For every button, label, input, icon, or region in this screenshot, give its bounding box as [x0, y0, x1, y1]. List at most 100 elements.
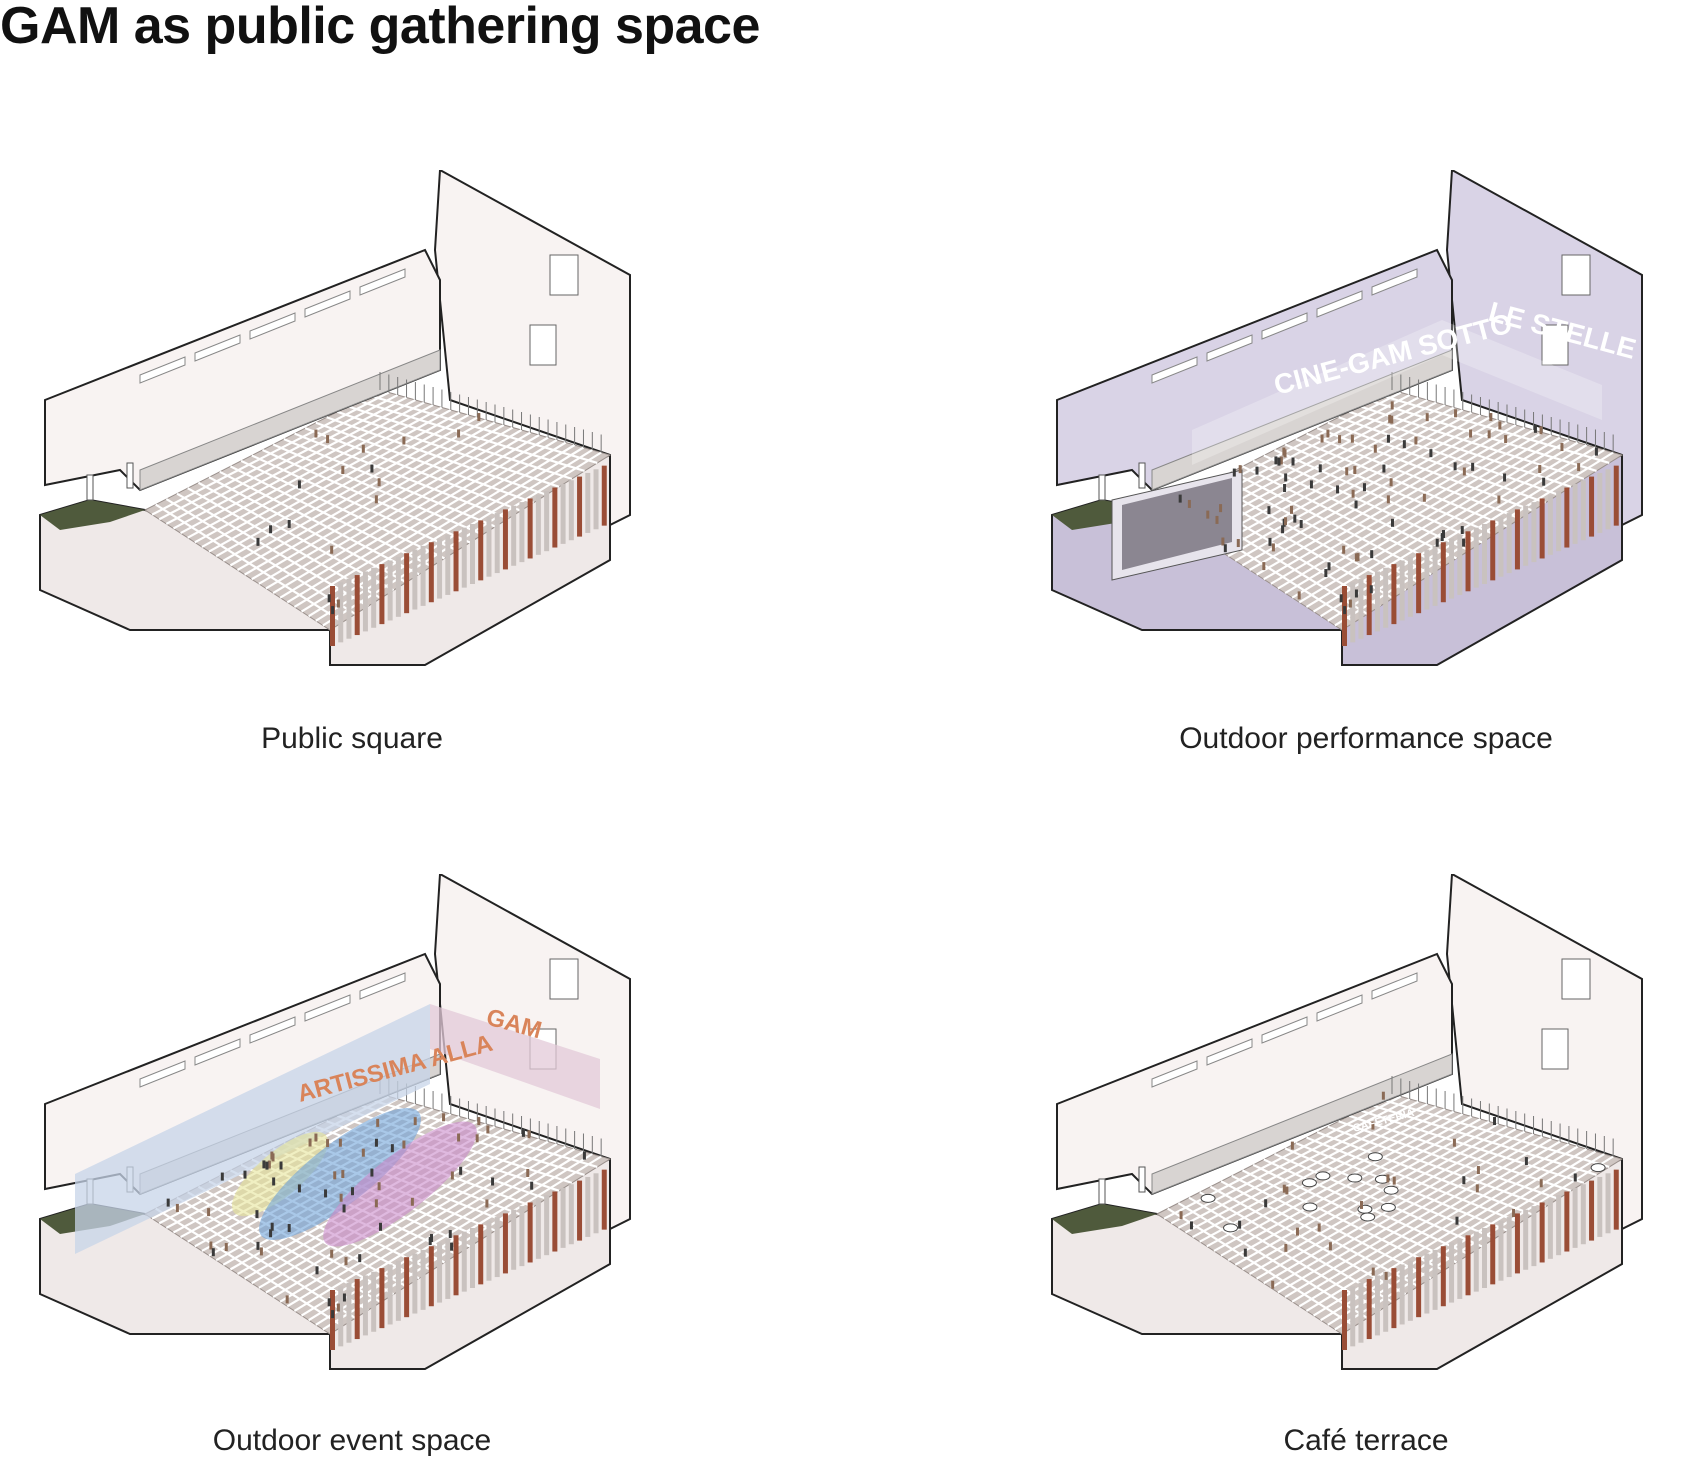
cafe-table [1301, 1178, 1317, 1188]
facade-slat [420, 545, 426, 606]
person [374, 1138, 378, 1147]
cafe-terrace-axonometric-drawing: CAFETERIA [1051, 874, 1643, 1370]
paving-line [187, 404, 434, 539]
person [402, 1140, 406, 1149]
facade-slat [1605, 1173, 1611, 1234]
paving-line [236, 421, 496, 571]
person [209, 1241, 213, 1250]
glazing-band [139, 349, 441, 491]
panel-outdoor-performance: CINE-GAM SOTTO LE STELLE [1042, 170, 1700, 670]
garden-strip [40, 500, 145, 530]
person [1215, 515, 1219, 524]
panel-outdoor-event: ARTISSIMA ALLA GAM [30, 874, 690, 1374]
skylight [1206, 334, 1253, 362]
person [1524, 1157, 1528, 1166]
paving-line [1298, 439, 1570, 604]
caption-outdoor-performance: Outdoor performance space [1179, 722, 1553, 755]
person [265, 1161, 269, 1170]
person [370, 464, 374, 473]
cafe-table [1367, 1152, 1383, 1162]
person [338, 1138, 342, 1147]
facade-slat [461, 1231, 467, 1292]
person [457, 429, 461, 438]
facade-slat [1547, 1198, 1553, 1259]
person [1504, 435, 1508, 444]
person [1354, 589, 1358, 598]
facade-slat [568, 480, 574, 541]
person [342, 1293, 346, 1302]
facade-slat [1391, 564, 1397, 625]
person [1342, 545, 1346, 554]
cafe-table [1380, 1202, 1396, 1212]
person [1271, 1280, 1275, 1289]
facade-slat [1556, 1195, 1562, 1256]
person [477, 1117, 481, 1126]
person [1284, 1243, 1288, 1252]
facade-slat [395, 1260, 401, 1321]
facade-slat [552, 1191, 558, 1252]
person [269, 525, 273, 534]
zone-purple [323, 1121, 477, 1247]
paving-line [1320, 446, 1597, 618]
facade-slat [593, 1173, 599, 1234]
person [324, 1189, 328, 1198]
person [1440, 533, 1444, 542]
facade-slat [1432, 545, 1438, 606]
paving-line [265, 431, 531, 590]
person [220, 1172, 224, 1181]
person [376, 1118, 380, 1127]
person [1475, 1184, 1479, 1193]
person [1326, 429, 1330, 438]
person [1179, 1211, 1183, 1220]
facade-slat [1350, 1286, 1356, 1347]
person [1351, 489, 1355, 498]
person [1469, 429, 1473, 438]
person [1232, 468, 1236, 477]
facade-slat [1597, 472, 1603, 533]
facade-slat [445, 1238, 451, 1299]
person [1206, 510, 1210, 519]
person [211, 1248, 215, 1257]
facade-slat [1399, 560, 1405, 621]
outdoor-event-axonometric-drawing: ARTISSIMA ALLA GAM [39, 874, 631, 1370]
paving-line [279, 1140, 549, 1303]
facade-slat [1531, 1206, 1537, 1267]
person [1264, 1199, 1268, 1208]
paving-line [272, 434, 540, 595]
facade-slat [338, 582, 344, 643]
person [457, 1133, 461, 1142]
person [331, 1310, 335, 1319]
paving-line [1291, 436, 1561, 599]
facade-slat [1473, 527, 1479, 588]
paving-line [286, 1143, 558, 1308]
facade-slat [428, 542, 434, 603]
facade-slat [1482, 524, 1487, 584]
facade-slat [1449, 1242, 1455, 1303]
facade-slat [1523, 1209, 1529, 1270]
person [1462, 538, 1466, 547]
facade-slat [568, 1184, 574, 1245]
person [486, 1125, 490, 1134]
facade-slat [519, 502, 525, 563]
paving-line [1263, 426, 1526, 581]
facade-slat [453, 1235, 459, 1296]
facade-slat [1506, 513, 1512, 574]
facade-slat [1465, 531, 1471, 592]
person [331, 606, 335, 615]
facade-slat [330, 586, 335, 646]
paving-line [1206, 406, 1455, 544]
person [1493, 1117, 1497, 1126]
paving-line [251, 426, 514, 581]
person [1317, 1223, 1321, 1232]
person [1452, 1138, 1456, 1147]
facade-slat [1374, 1275, 1380, 1336]
paving-line [1184, 1103, 1428, 1234]
skylight [139, 1060, 186, 1088]
person [1285, 1186, 1289, 1195]
person [326, 1139, 330, 1148]
facade-slat [470, 524, 475, 584]
person [1262, 562, 1266, 571]
person [166, 1198, 170, 1207]
facade-slat [1597, 1176, 1603, 1237]
facade-slat [502, 509, 508, 570]
